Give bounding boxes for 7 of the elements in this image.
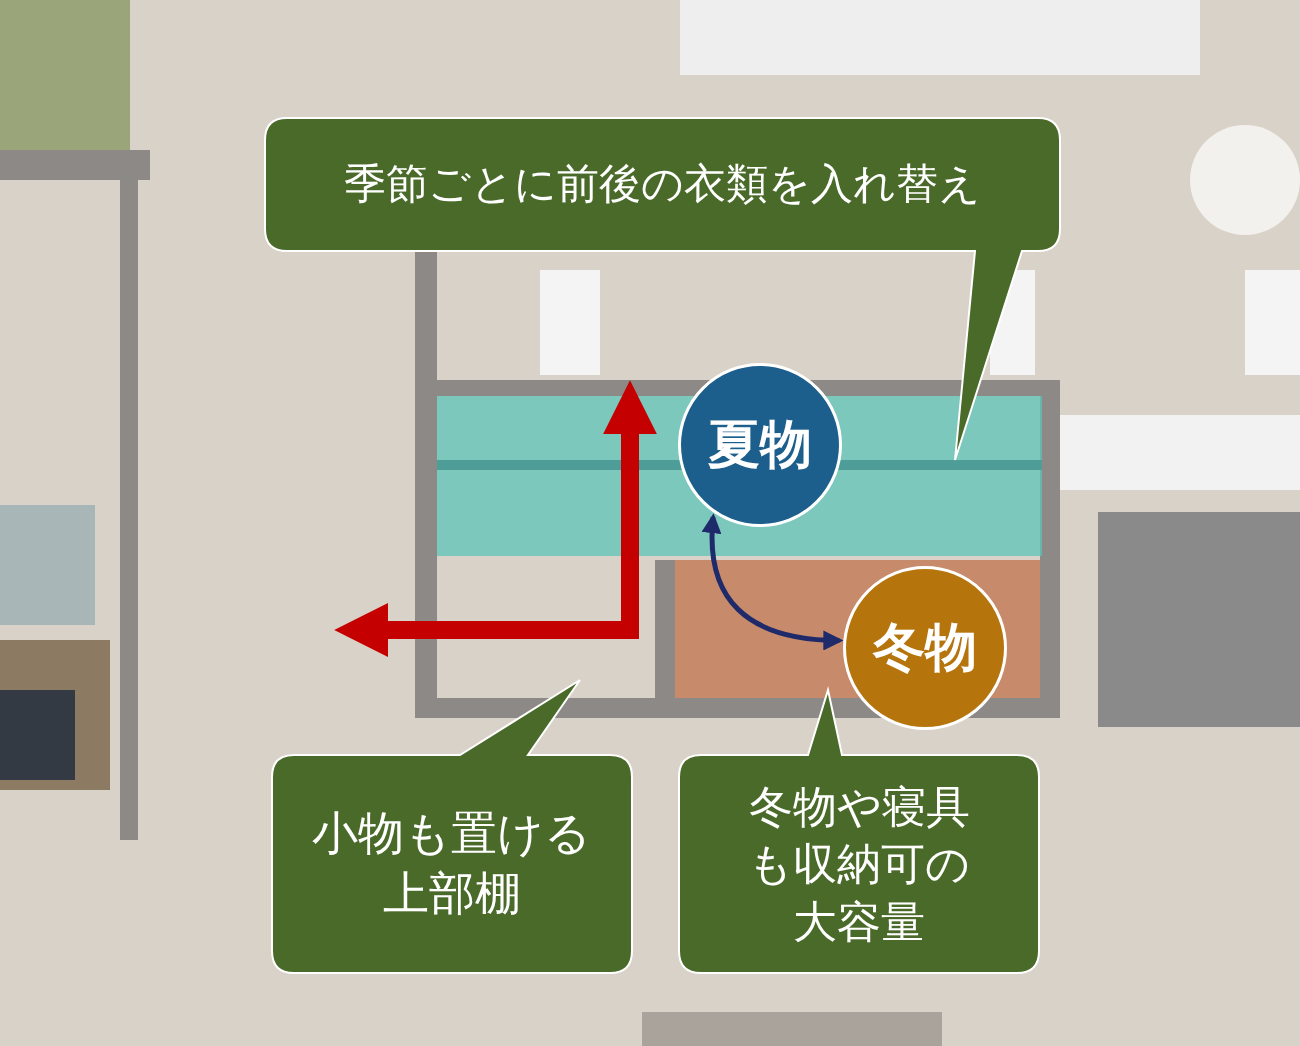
circle-label: 冬物 — [873, 616, 977, 679]
double-arrow — [702, 513, 844, 650]
callout-text: 小物も置ける上部棚 — [311, 805, 593, 922]
callout-text: 季節ごとに前後の衣類を入れ替え — [344, 158, 981, 211]
circle-label: 夏物 — [708, 413, 812, 476]
speech-bubble — [272, 680, 632, 973]
callout-text: 冬物や寝具も収納可の大容量 — [747, 780, 971, 949]
